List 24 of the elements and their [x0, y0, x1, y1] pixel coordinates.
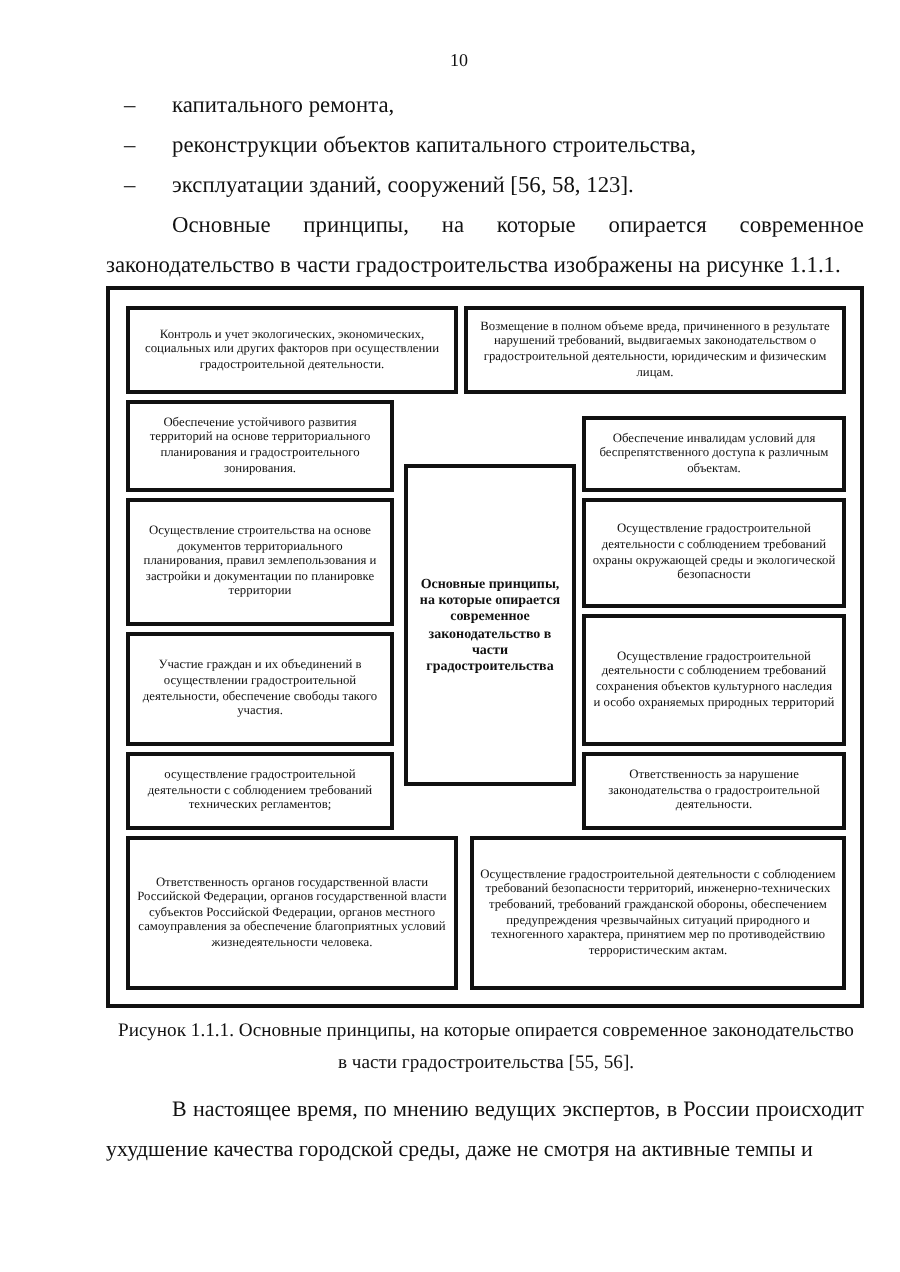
diagram-frame — [106, 286, 864, 1008]
principle-box — [126, 306, 458, 394]
principle-box — [582, 614, 846, 746]
principle-box — [582, 752, 846, 830]
list-dash: – — [124, 132, 136, 162]
principle-box — [126, 632, 394, 746]
principle-box — [464, 306, 846, 394]
list-dash: – — [124, 172, 136, 202]
principle-box — [126, 752, 394, 830]
principle-box — [470, 836, 846, 990]
list-item: реконструкции объектов капитального строительства, — [172, 132, 696, 162]
body-paragraph: Основные принципы, на которые опирается современное законодательство в части градостроительства изображены на рисунке 1.1.1. — [106, 212, 864, 282]
principle-box — [126, 400, 394, 492]
list-item: эксплуатации зданий, сооружений [56, 58, 123]. — [172, 172, 634, 202]
central-box — [404, 464, 576, 786]
principle-box — [582, 498, 846, 608]
principle-box — [126, 836, 458, 990]
list-dash: – — [124, 92, 136, 122]
principle-box — [582, 416, 846, 492]
figure-caption: Рисунок 1.1.1. Основные принципы, на которые опирается современное законодательство в части градостроительства [55, 56]. — [116, 1018, 856, 1078]
body-paragraph: В настоящее время, по мнению ведущих экспертов, в России происходит ухудшение качества городской среды, даже не смотря на активные темпы и — [106, 1096, 864, 1166]
principle-box — [126, 498, 394, 626]
page-number: 10 — [450, 48, 468, 74]
list-item: капитального ремонта, — [172, 92, 395, 122]
